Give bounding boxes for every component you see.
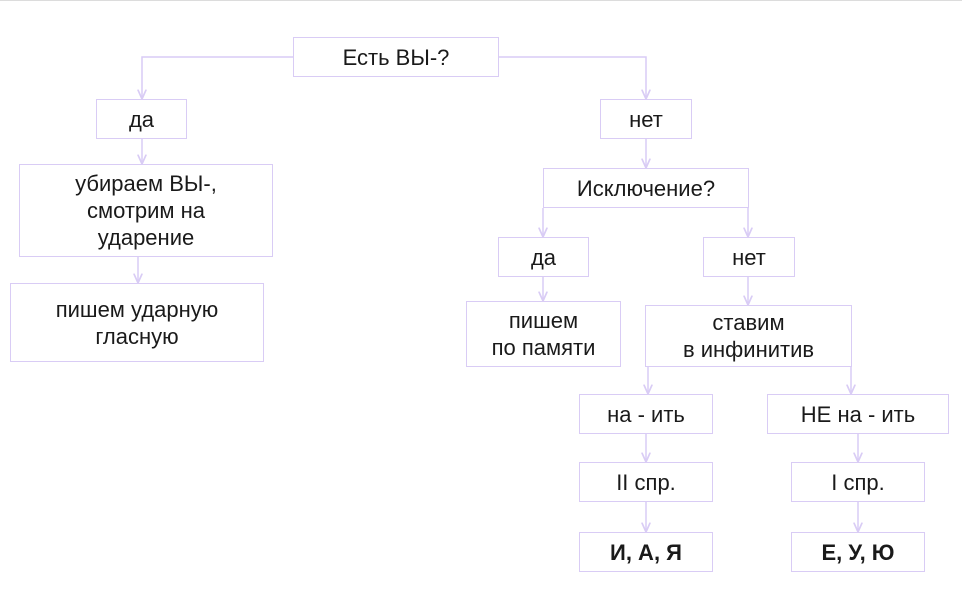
node-infinitive: ставим в инфинитив — [645, 305, 852, 367]
node-letters-e-u-yu: Е, У, Ю — [791, 532, 925, 572]
node-yes-2: да — [498, 237, 589, 277]
node-conjugation-2: II спр. — [579, 462, 713, 502]
node-by-memory: пишем по памяти — [466, 301, 621, 367]
node-no-1: нет — [600, 99, 692, 139]
arrow-root-to-yes — [142, 56, 293, 99]
node-no-2: нет — [703, 237, 795, 277]
node-remove-vy: убираем ВЫ-, смотрим на ударение — [19, 164, 273, 257]
node-write-stressed-vowel: пишем ударную гласную — [10, 283, 264, 362]
top-divider — [0, 0, 962, 1]
node-ending-it: на - ить — [579, 394, 713, 434]
node-conjugation-1: I спр. — [791, 462, 925, 502]
arrow-root-to-no — [498, 56, 646, 99]
node-yes-1: да — [96, 99, 187, 139]
node-exception-question: Исключение? — [543, 168, 749, 208]
node-root-question: Есть ВЫ-? — [293, 37, 499, 77]
node-not-ending-it: НЕ на - ить — [767, 394, 949, 434]
node-letters-i-a-ya: И, А, Я — [579, 532, 713, 572]
